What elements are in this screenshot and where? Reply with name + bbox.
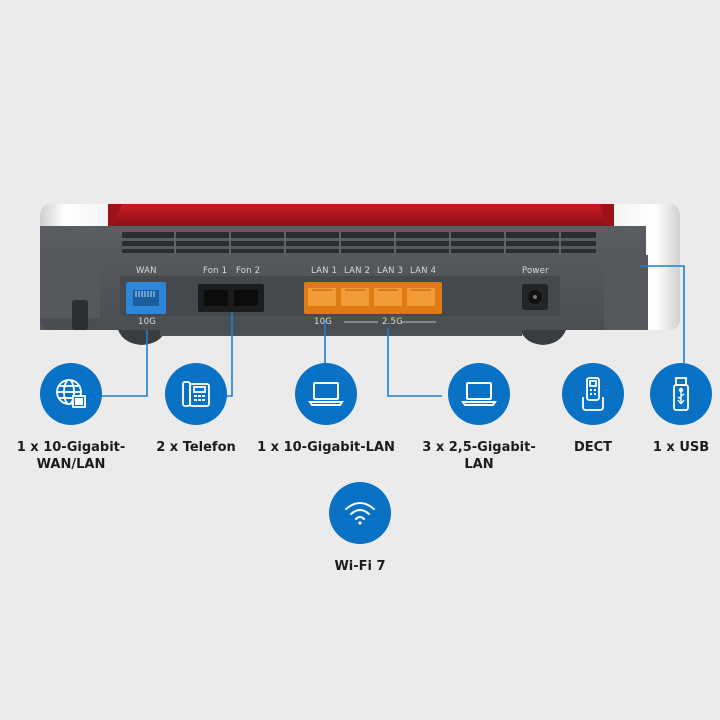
feature-2-5g-lan: 3 x 2,5-Gigabit-LAN — [409, 363, 549, 473]
lan-group-speed-label: 2.5G — [382, 317, 403, 327]
feature-label: 3 x 2,5-Gigabit-LAN — [422, 440, 536, 472]
feature-dect: DECT — [523, 363, 663, 456]
globe-icon — [40, 363, 102, 425]
feature-wan-lan: 1 x 10-Gigabit- WAN/LAN — [1, 363, 141, 473]
dect-handset-icon — [562, 363, 624, 425]
feature-10g-lan: 1 x 10-Gigabit-LAN — [256, 363, 396, 456]
wan-port — [126, 282, 166, 314]
port-label-power: Power — [522, 266, 549, 276]
port-label-wan: WAN — [136, 266, 157, 276]
feature-label: 1 x 10-Gigabit-LAN — [257, 440, 395, 455]
red-top-housing — [108, 204, 614, 226]
port-label-fon2: Fon 2 — [236, 266, 261, 276]
lan-ports — [304, 282, 442, 314]
port-label-fon1: Fon 1 — [203, 266, 228, 276]
right-foot — [520, 330, 566, 345]
port-label-lan3: LAN 3 — [377, 266, 404, 276]
connector-lines — [101, 265, 685, 397]
feature-usb: 1 x USB — [611, 363, 720, 456]
vent-ribs — [174, 232, 561, 254]
feature-label: 2 x Telefon — [156, 440, 236, 455]
feature-label: Wi-Fi 7 — [334, 559, 386, 574]
laptop-icon — [295, 363, 357, 425]
feature-label: DECT — [573, 440, 613, 455]
port-label-lan4: LAN 4 — [410, 266, 437, 276]
feature-label-line2: WAN/LAN — [36, 457, 106, 472]
usb-stick-icon — [650, 363, 712, 425]
feature-label: 1 x USB — [652, 440, 710, 455]
wifi-icon — [329, 482, 391, 544]
fon-ports — [198, 284, 264, 312]
port-label-lan2: LAN 2 — [344, 266, 371, 276]
power-jack — [522, 284, 548, 310]
feature-label: 1 x 10-Gigabit- — [16, 440, 126, 455]
wan-speed-label: 10G — [138, 317, 157, 327]
phone-icon — [165, 363, 227, 425]
lan1-speed-label: 10G — [314, 317, 333, 327]
port-label-lan1: LAN 1 — [311, 266, 338, 276]
vent-grille — [122, 232, 596, 253]
left-foot — [118, 330, 166, 345]
feature-telefon: 2 x Telefon — [126, 363, 266, 456]
feature-wifi-7: Wi-Fi 7 — [290, 482, 430, 575]
laptop-icon — [448, 363, 510, 425]
